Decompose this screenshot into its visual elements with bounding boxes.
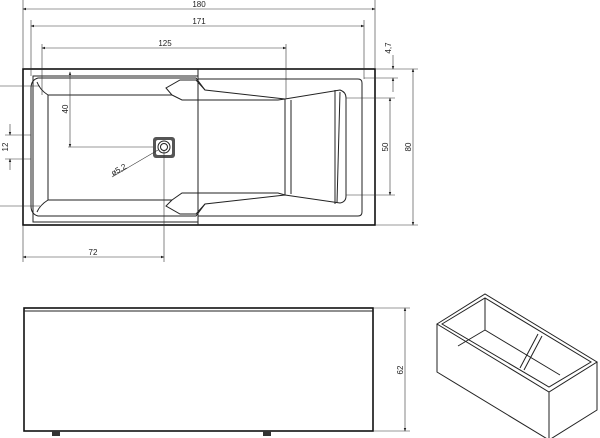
- dim-180: 180: [192, 0, 206, 9]
- dimension-labels: 180 171 125 4,7 80 50 40 12 ø5,2 72: [1, 0, 413, 257]
- dim-125: 125: [158, 39, 172, 48]
- top-view: [22, 68, 376, 226]
- dim-40: 40: [61, 104, 70, 113]
- iso-view: [436, 293, 598, 438]
- tub-outline: [22, 68, 376, 226]
- basin-outline: [30, 77, 347, 217]
- dim-12: 12: [1, 142, 10, 151]
- foot: [263, 431, 271, 436]
- front-view: 62: [23, 307, 410, 436]
- dim-171: 171: [192, 17, 206, 26]
- dim-50: 50: [381, 142, 390, 151]
- dim-80: 80: [404, 142, 413, 151]
- dim-62: 62: [396, 365, 405, 374]
- dim-72: 72: [89, 248, 98, 257]
- foot: [52, 431, 60, 436]
- dim-drain-diameter: ø5,2: [110, 162, 129, 178]
- rim-outline: [32, 75, 363, 223]
- dim-4-7: 4,7: [384, 42, 393, 54]
- dimension-lines: [0, 0, 418, 262]
